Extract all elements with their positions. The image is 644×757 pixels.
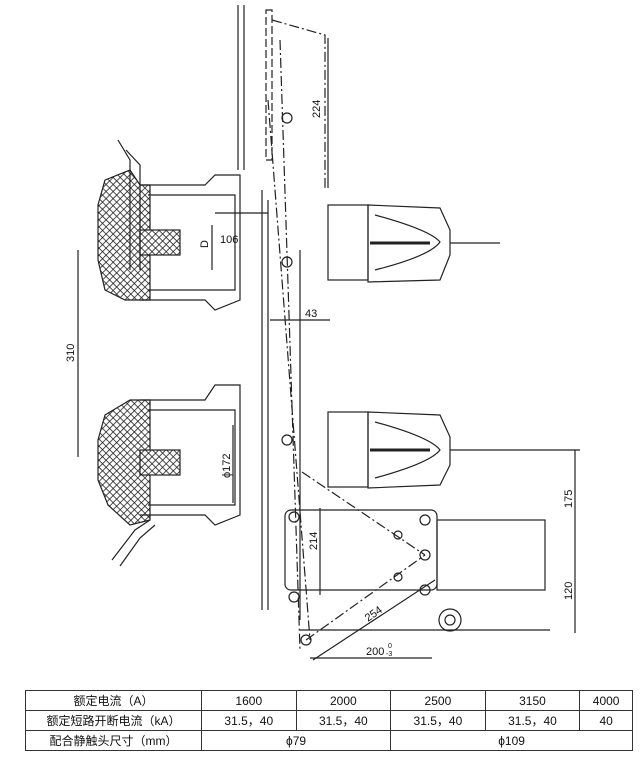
table-cell: 2500 (390, 690, 486, 711)
row-header: 额定电流（A） (25, 690, 202, 711)
table-cell: 40 (579, 710, 633, 731)
table-cell: 31.5，40 (201, 710, 297, 731)
dim-106: 106 (220, 234, 238, 246)
dim-120: 120 (563, 582, 575, 600)
dimension-labels: 224 106 D 43 310 ϕ172 175 214 254 120 20… (65, 100, 575, 658)
table-cell: ϕ109 (390, 730, 633, 751)
dim-214: 214 (308, 532, 320, 550)
table-row: 配合静触头尺寸（mm） ϕ79 ϕ109 (25, 730, 633, 751)
dim-43: 43 (305, 308, 317, 320)
dim-224: 224 (311, 100, 323, 118)
table-cell: 1600 (201, 690, 297, 711)
upper-bushing-insulation (97, 169, 151, 301)
table-row: 额定电流（A） 1600 2000 2500 3150 4000 (25, 690, 633, 711)
dim-254: 254 (363, 604, 385, 624)
table-cell: ϕ79 (200, 730, 392, 751)
dim-200-tol-upper: 0 (388, 643, 392, 650)
dim-175: 175 (563, 490, 575, 508)
table-cell: 4000 (579, 690, 633, 711)
dim-200-tol-lower: -3 (386, 651, 392, 658)
table-cell: 31.5，40 (295, 710, 392, 731)
switchgear-technical-drawing: 224 106 D 43 310 ϕ172 175 214 254 120 20… (65, 5, 580, 661)
lower-bushing-insulation (97, 399, 151, 526)
table-cell: 2000 (295, 690, 392, 711)
dim-D: D (199, 240, 211, 248)
table-cell: 3150 (484, 690, 581, 711)
specification-table: 额定电流（A） 1600 2000 2500 3150 4000 额定短路开断电… (25, 690, 633, 751)
table-cell: 31.5，40 (484, 710, 581, 731)
dim-310: 310 (65, 344, 77, 362)
row-header: 额定短路开断电流（kA） (25, 710, 202, 731)
table-cell: 31.5，40 (390, 710, 486, 731)
row-header: 配合静触头尺寸（mm） (25, 730, 202, 751)
dim-200: 200 (366, 646, 384, 658)
dim-phi172: ϕ172 (221, 453, 233, 478)
upper-moving-contact (327, 204, 500, 283)
lower-moving-contact (327, 411, 580, 489)
table-row: 额定短路开断电流（kA） 31.5，40 31.5，40 31.5，40 31.… (25, 710, 633, 731)
